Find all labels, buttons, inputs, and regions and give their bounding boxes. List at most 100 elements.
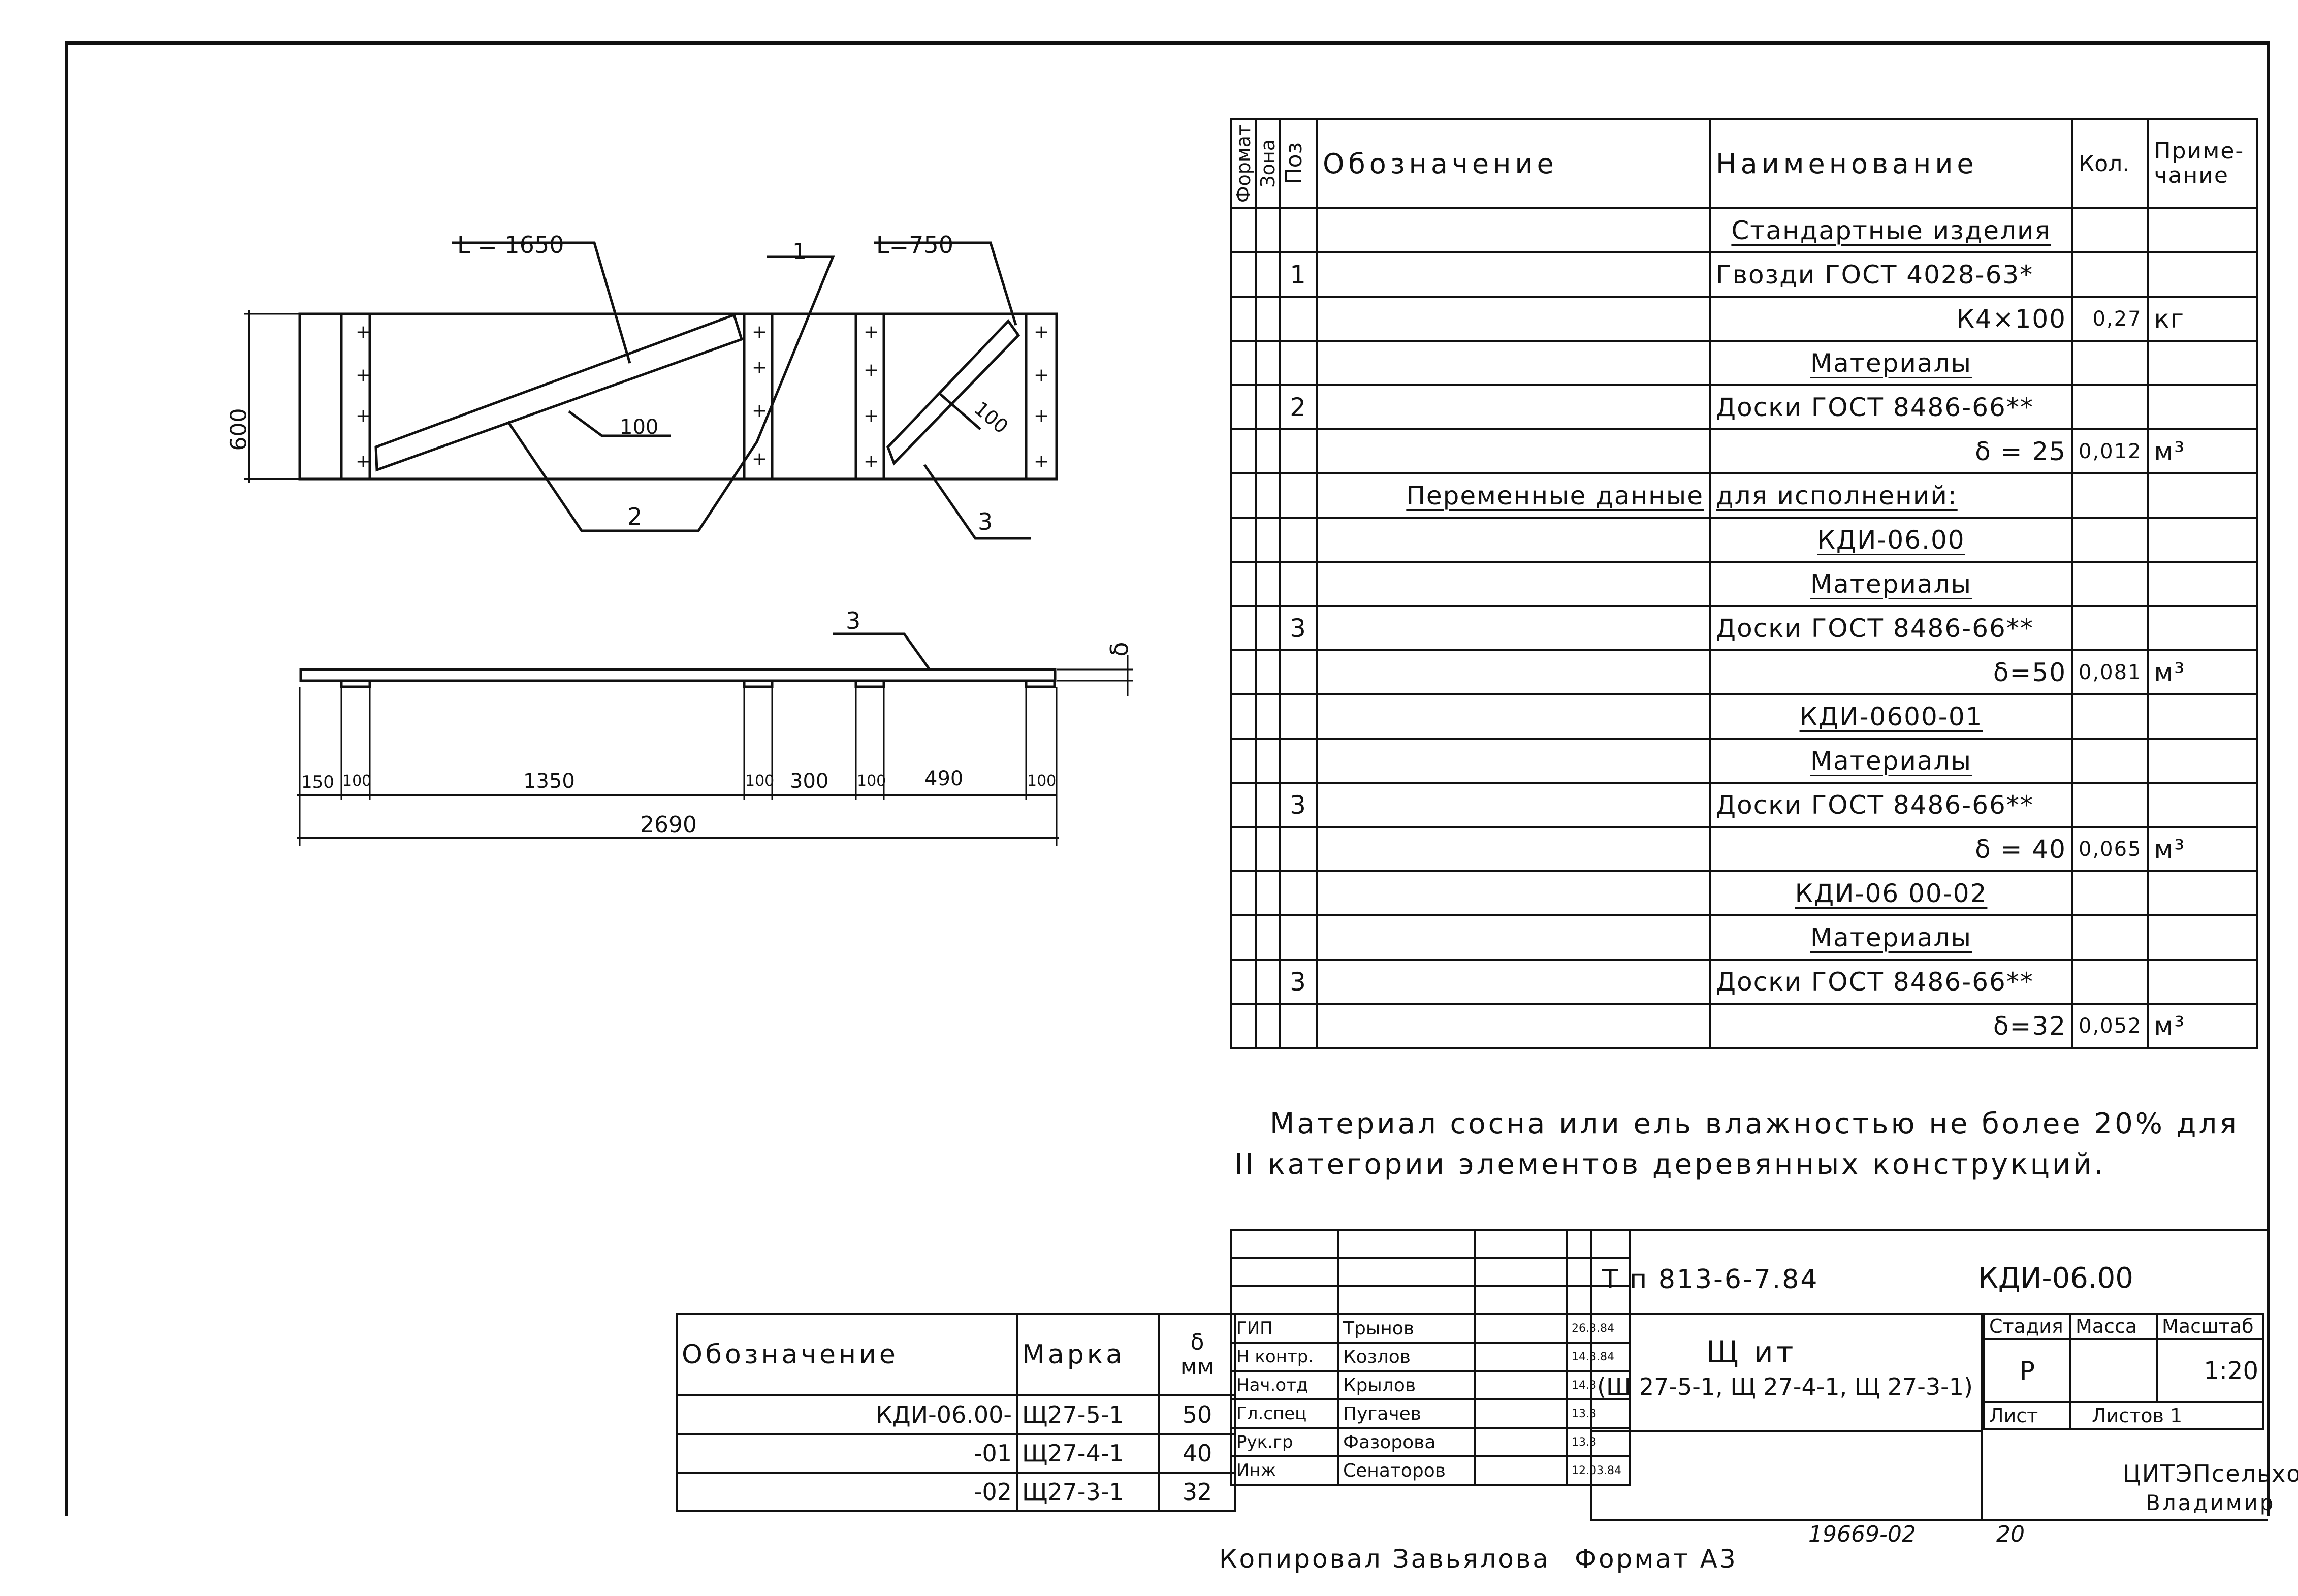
signature-empty-row <box>1230 1229 1631 1259</box>
spec-cell-note <box>2147 384 2258 430</box>
dim-100c: 100 <box>857 772 886 790</box>
signature-cell <box>1474 1455 1568 1486</box>
sheets-label: Листов 1 <box>2069 1401 2264 1430</box>
variants-header-designation: Обозначение <box>676 1313 1018 1396</box>
spec-row: Материалы <box>1230 340 2258 386</box>
page-number: 20 <box>1996 1521 2025 1547</box>
spec-cell-empty <box>1230 959 1257 1005</box>
height-dimension: 600 <box>226 408 252 451</box>
spec-cell-qty <box>2071 870 2149 916</box>
signature-empty-cell <box>1474 1257 1568 1287</box>
spec-cell-name: Материалы <box>1709 561 2073 607</box>
spec-cell-qty: 0,065 <box>2071 826 2149 872</box>
variant-des: КДИ-06.00- <box>676 1394 1018 1435</box>
spec-cell-qty <box>2071 207 2149 253</box>
spec-cell-name: Стандартные изделия <box>1709 207 2073 253</box>
mass-value <box>2069 1338 2158 1403</box>
signature-name: Фазорова <box>1337 1427 1476 1457</box>
spec-cell-empty <box>1255 738 1281 784</box>
signature-empty-cell <box>1474 1229 1568 1259</box>
spec-cell-pos <box>1279 738 1318 784</box>
spec-cell-name: Материалы <box>1709 914 2073 961</box>
spec-cell-note <box>2147 738 2258 784</box>
spec-cell-empty <box>1230 561 1257 607</box>
spec-cell-empty <box>1255 428 1281 474</box>
spec-cell-empty <box>1230 296 1257 342</box>
spec-cell-empty <box>1230 1003 1257 1049</box>
spec-cell-name: δ = 40 <box>1709 826 2073 872</box>
spec-cell-pos <box>1279 207 1318 253</box>
signature-empty-cell <box>1566 1229 1631 1259</box>
organization-city: Владимир <box>2146 1490 2276 1515</box>
spec-cell-pos <box>1279 826 1318 872</box>
doc-subtitle: (Щ 27-5-1, Щ 27-4-1, Щ 27-3-1) <box>1597 1373 1973 1400</box>
spec-cell-qty <box>2071 693 2149 740</box>
spec-row: Материалы <box>1230 561 2258 607</box>
material-note-line1: Материал сосна или ель влажностью не бол… <box>1270 1107 2239 1140</box>
signature-cell <box>1474 1398 1568 1429</box>
spec-cell-empty <box>1255 826 1281 872</box>
col-format: Формат <box>1230 118 1257 209</box>
sheet-format: Формат А3 <box>1575 1544 1738 1574</box>
signature-cell <box>1474 1370 1568 1400</box>
spec-cell-qty <box>2071 340 2149 386</box>
length-label-long: L = 1650 <box>457 231 564 259</box>
spec-cell-empty <box>1255 296 1281 342</box>
specification-table: Формат Зона Поз Обозначение Наименование… <box>1230 118 2258 1049</box>
spec-cell-note: м³ <box>2147 826 2258 872</box>
dim-100b: 100 <box>745 772 775 790</box>
spec-cell-pos <box>1279 649 1318 695</box>
svg-text:+: + <box>864 405 879 426</box>
spec-cell-pos <box>1279 517 1318 563</box>
dim-100a: 100 <box>342 772 372 790</box>
variant-d: 40 <box>1158 1433 1236 1474</box>
spec-cell-empty <box>1255 914 1281 961</box>
spec-cell-pos <box>1279 1003 1318 1049</box>
spec-row: Стандартные изделия <box>1230 207 2258 253</box>
spec-row: КДИ-06 00-02 <box>1230 870 2258 916</box>
diagonal-brace-short <box>886 319 1020 466</box>
diagonal-brace-long <box>374 313 744 472</box>
spec-cell-des <box>1316 296 1711 342</box>
spec-cell-name: КДИ-06.00 <box>1709 517 2073 563</box>
spec-cell-name: Доски ГОСТ 8486-66** <box>1709 384 2073 430</box>
dim-100d: 100 <box>1027 772 1057 790</box>
spec-cell-pos <box>1279 870 1318 916</box>
spec-cell-des <box>1316 561 1711 607</box>
dim-1350: 1350 <box>523 770 575 793</box>
archive-number: 19669-02 <box>1808 1521 1916 1547</box>
spec-cell-note: м³ <box>2147 649 2258 695</box>
col-pos: Поз <box>1279 118 1318 209</box>
spec-cell-name: КДИ-06 00-02 <box>1709 870 2073 916</box>
svg-text:+: + <box>864 322 879 342</box>
dim-300: 300 <box>790 770 829 793</box>
spec-cell-note: м³ <box>2147 1003 2258 1049</box>
spec-cell-empty <box>1230 782 1257 828</box>
spec-cell-qty <box>2071 738 2149 784</box>
scale-value: 1:20 <box>2156 1338 2264 1403</box>
spec-cell-qty <box>2071 605 2149 651</box>
spec-cell-empty <box>1255 207 1281 253</box>
spec-cell-empty <box>1230 693 1257 740</box>
variant-des: -02 <box>676 1472 1018 1512</box>
title-cell: Щ ит (Щ 27-5-1, Щ 27-4-1, Щ 27-3-1) <box>1592 1313 1983 1521</box>
spec-cell-note <box>2147 870 2258 916</box>
spec-cell-empty <box>1255 517 1281 563</box>
spec-cell-name: δ = 25 <box>1709 428 2073 474</box>
signature-empty-cell <box>1566 1257 1631 1287</box>
spec-cell-qty <box>2071 251 2149 298</box>
spec-cell-name: для исполнений: <box>1709 472 2073 519</box>
variants-header-mark: Марка <box>1016 1313 1160 1396</box>
spec-cell-note <box>2147 251 2258 298</box>
